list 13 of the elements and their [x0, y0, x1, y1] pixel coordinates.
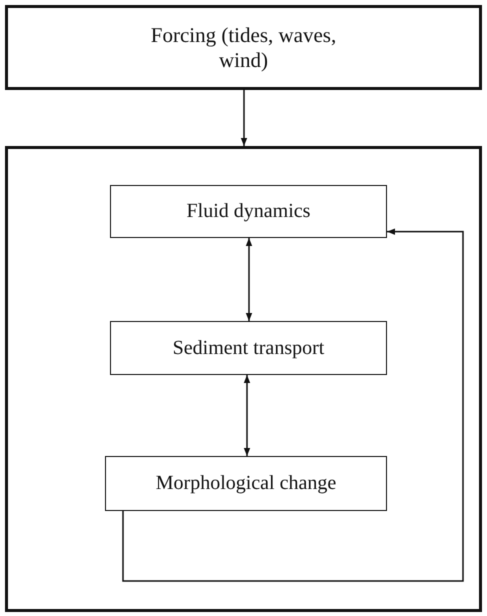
arrow: [122, 228, 464, 582]
box-label: Sediment transport: [172, 336, 326, 360]
box-label: Fluid dynamics: [186, 200, 312, 223]
arrow: [244, 375, 250, 456]
process-box: [5, 5, 482, 90]
box-label: Forcing (tides, waves, wind): [150, 23, 338, 72]
process-box: [105, 456, 387, 511]
arrow: [246, 238, 252, 321]
process-box: [110, 321, 387, 375]
process-box: [110, 185, 387, 238]
box-label: Morphological change: [154, 472, 338, 495]
arrow: [240, 90, 248, 146]
system-box: [5, 146, 482, 612]
